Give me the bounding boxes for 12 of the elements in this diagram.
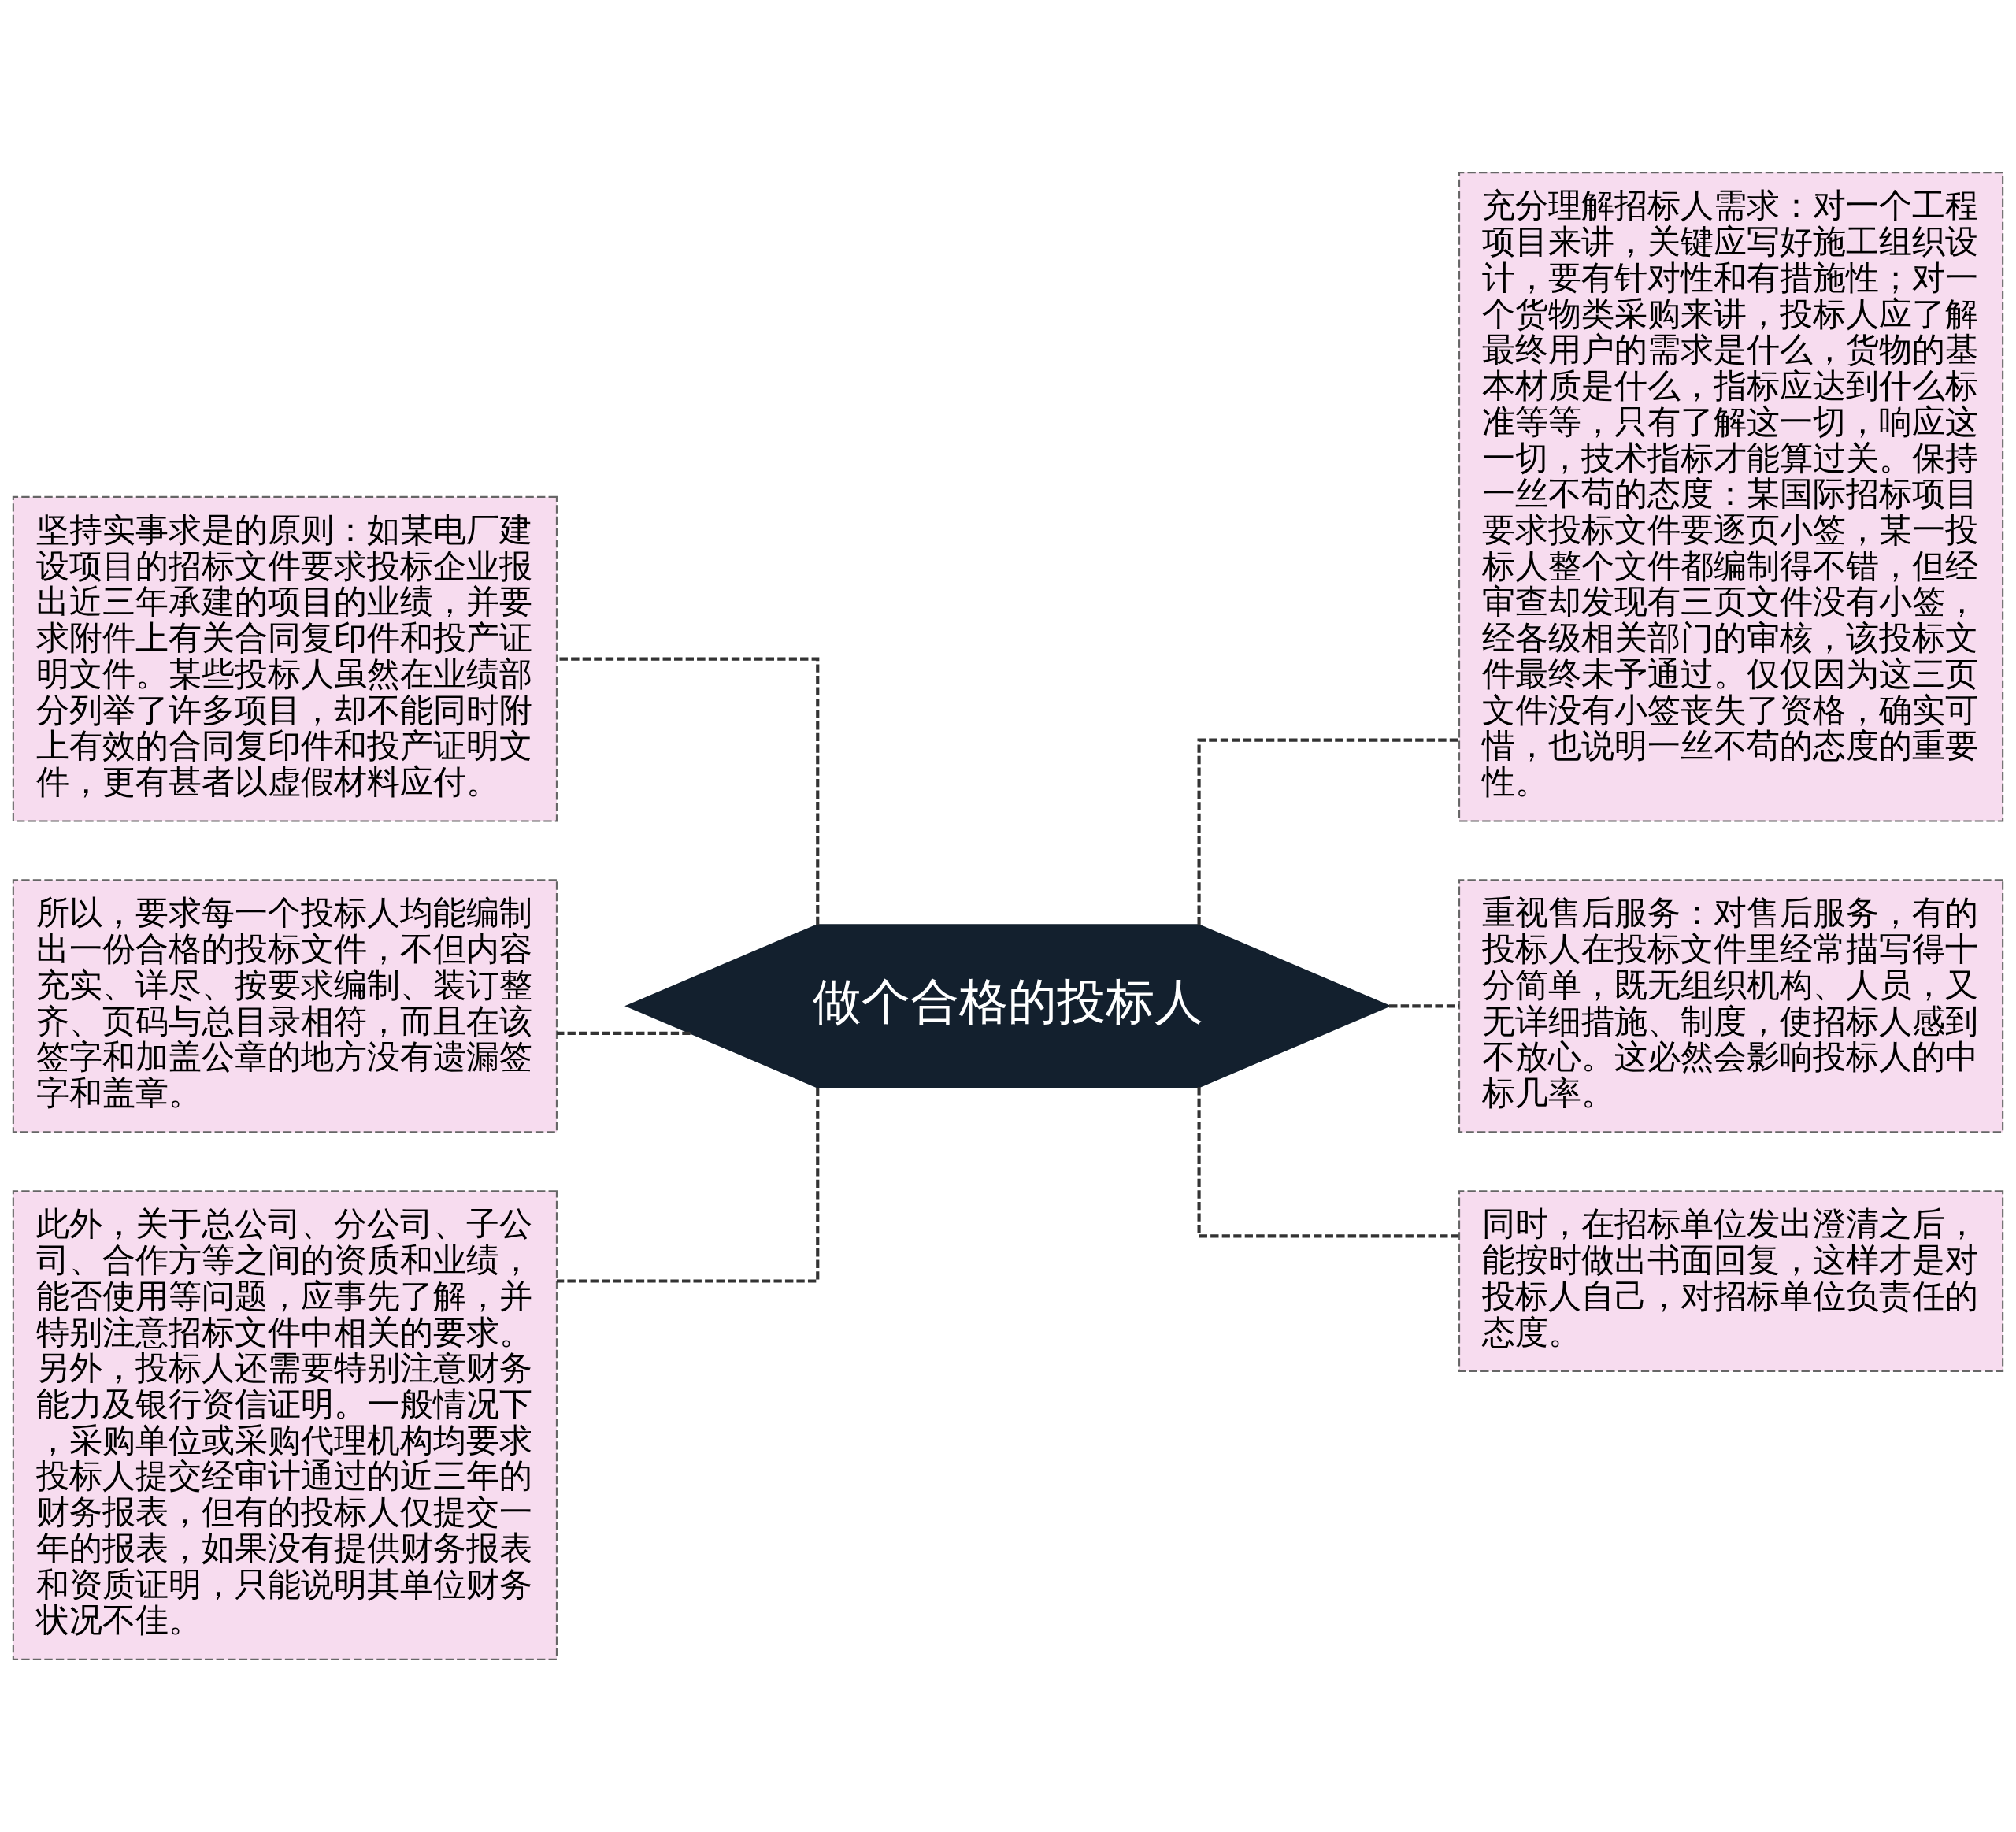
node-box: 此外，关于总公司、分公司、子公司、合作方等之间的资质和业绩，能否使用等问题，应事先了解，并特别注意招标文件中相关的要求。另外，投标人还需要特别注意财务能力及银行资信证明。一般情况下，采购单位或采购代理机构均要求投标人提交经审计通过的近三年的财务报表，但有的投标人仅提交一年的报表，如果没有提供财务报表和资质证明，只能说明其单位财务状况不佳。	[12, 1190, 558, 1660]
node-box: 重视售后服务：对售后服务，有的投标人在投标文件里经常描写得十分简单，既无组织机构、人员，又无详细措施、制度，使招标人感到不放心。这必然会影响投标人的中标几率。	[1458, 879, 2004, 1133]
connector	[1197, 1087, 1459, 1238]
connector	[557, 657, 820, 925]
connector	[1197, 738, 1459, 925]
node-box: 同时，在招标单位发出澄清之后，能按时做出书面回复，这样才是对投标人自己，对招标单位负责任的态度。	[1458, 1190, 2004, 1372]
node-box: 充分理解招标人需求：对一个工程项目来讲，关键应写好施工组织设计，要有针对性和有措施性；对一个货物类采购来讲，投标人应了解最终用户的需求是什么，货物的基本材质是什么，指标应达到什么标准等等，只有了解这一切，响应这一切，技术指标才能算过关。保持一丝不苟的态度：某国际招标项目要求投标文件要逐页小签，某一投标人整个文件都编制得不错，但经审查却发现有三页文件没有小签，经各级相关部门的审核，该投标文件最终未予通过。仅仅因为这三页文件没有小签丧失了资格，确实可惜，也说明一丝不苟的态度的重要性。	[1458, 172, 2004, 822]
node-box: 坚持实事求是的原则：如某电厂建设项目的招标文件要求投标企业报出近三年承建的项目的业绩，并要求附件上有关合同复印件和投产证明文件。某些投标人虽然在业绩部分列举了许多项目，却不能同时附上有效的合同复印件和投产证明文件，更有甚者以虚假材料应付。	[12, 495, 558, 822]
connector	[1388, 1004, 1459, 1008]
connector	[557, 1088, 820, 1283]
node-box: 所以，要求每一个投标人均能编制出一份合格的投标文件，不但内容充实、详尽、按要求编制、装订整齐、页码与总目录相符，而且在该签字和加盖公章的地方没有遗漏签字和盖章。	[12, 879, 558, 1133]
connector	[557, 1031, 691, 1035]
